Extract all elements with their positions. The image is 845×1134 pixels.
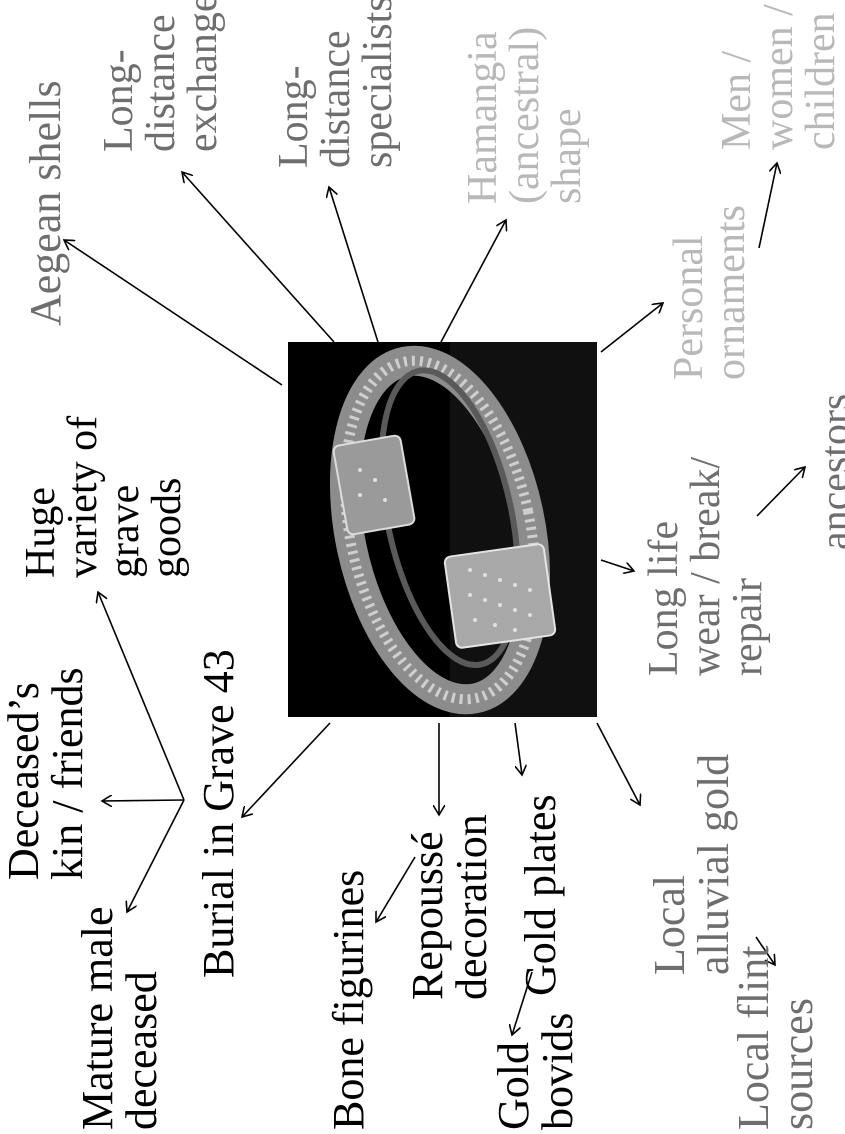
arrow-burial-grave: [242, 723, 330, 817]
arrow-gold-plates: [515, 723, 522, 775]
label-line: Long life: [643, 457, 685, 676]
arrow-men-women-children: [759, 163, 777, 248]
arrow-personal-ornaments: [601, 303, 663, 352]
label-hamangia-shape: Hamangia (ancestral) shape: [462, 27, 588, 204]
label-line: women /: [758, 4, 800, 150]
label-line: Local flint: [732, 946, 776, 1131]
arrow-long-distance-specialists: [329, 187, 378, 342]
label-line: children: [800, 4, 842, 150]
label-personal-ornaments: Personal ornaments: [668, 205, 752, 380]
label-line: Men /: [716, 4, 758, 150]
label-men-women-children: Men / women / children: [716, 4, 842, 150]
label-line: ancestors: [815, 394, 845, 550]
label-line: variety of: [62, 416, 104, 578]
label-line: Local: [648, 754, 692, 975]
label-line: distance: [315, 0, 357, 168]
label-line: Gold: [492, 1013, 536, 1130]
label-line: wear / break/: [685, 457, 727, 676]
label-gold-bovids: Gold bovids: [492, 1013, 580, 1130]
label-line: Long-: [273, 0, 315, 168]
arrow-deceased-kin: [102, 800, 184, 801]
label-line: Aegean shells: [24, 80, 68, 326]
label-line: kin / friends: [46, 667, 90, 880]
label-repousse: Repoussé decoration: [406, 814, 494, 1000]
arrow-long-life: [601, 560, 634, 571]
label-line: sources: [776, 946, 820, 1131]
arrow-mature-male: [127, 800, 184, 912]
label-line: distance: [140, 0, 182, 152]
label-line: Gold plates: [519, 794, 563, 996]
label-local-flint: Local flint sources: [732, 946, 820, 1131]
label-line: Personal: [668, 205, 710, 380]
label-deceased-kin: Deceased’s kin / friends: [2, 667, 90, 880]
label-line: exchange: [182, 0, 224, 152]
label-line: decoration: [450, 814, 494, 1000]
label-line: Repoussé: [406, 814, 450, 1000]
label-aegean-shells: Aegean shells: [24, 80, 68, 326]
label-long-distance-specialists: Long- distance specialists: [273, 0, 399, 168]
label-line: Bone figurines: [327, 870, 371, 1130]
label-local-alluvial-gold: Local alluvial gold: [648, 754, 736, 975]
label-line: ornaments: [710, 205, 752, 380]
label-line: Hamangia: [462, 27, 504, 204]
arrow-aegean-shells: [64, 240, 282, 385]
label-line: bovids: [536, 1013, 580, 1130]
label-burial-grave: Burial in Grave 43: [197, 649, 241, 978]
label-line: Huge: [20, 416, 62, 578]
ring-photo: [288, 342, 597, 717]
label-line: Long-: [98, 0, 140, 152]
arrow-hamangia-shape: [441, 220, 506, 342]
label-line: alluvial gold: [692, 754, 736, 975]
label-line: (ancestral): [504, 27, 546, 204]
label-mature-male: Mature male deceased: [76, 906, 164, 1130]
label-line: goods: [146, 416, 188, 578]
label-line: Burial in Grave 43: [197, 649, 241, 978]
arrow-huge-variety: [98, 592, 184, 800]
label-line: repair: [727, 457, 769, 676]
label-ancestors: ancestors: [815, 394, 845, 550]
label-line: specialists: [357, 0, 399, 168]
label-long-distance-exchange: Long- distance exchange: [98, 0, 224, 152]
arrow-local-alluvial-gold: [597, 723, 640, 805]
arrow-long-distance-exchange: [182, 172, 334, 342]
label-gold-plates: Gold plates: [519, 794, 563, 996]
label-line: Mature male: [76, 906, 120, 1130]
label-line: shape: [546, 27, 588, 204]
label-bone-figurines: Bone figurines: [327, 870, 371, 1130]
label-long-life: Long life wear / break/ repair: [643, 457, 769, 676]
label-line: grave: [104, 416, 146, 578]
label-line: Deceased’s: [2, 667, 46, 880]
label-line: deceased: [120, 906, 164, 1130]
label-huge-variety: Huge variety of grave goods: [20, 416, 188, 578]
